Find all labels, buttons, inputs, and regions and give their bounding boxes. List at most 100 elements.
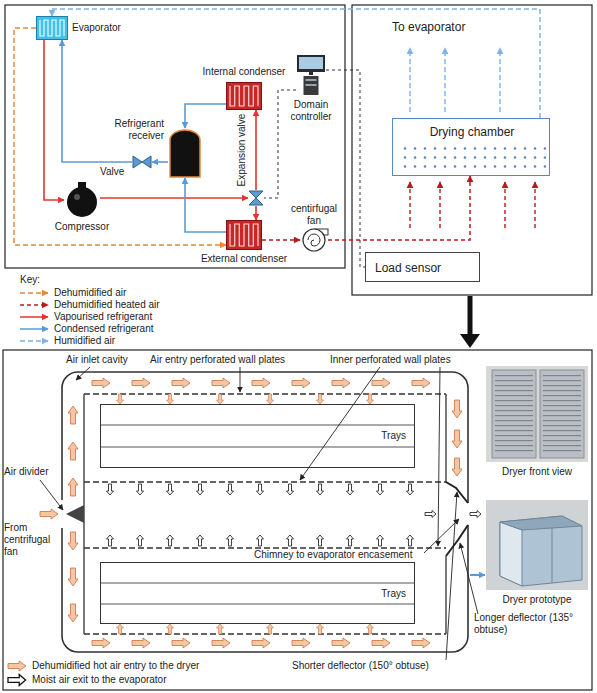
fan-symbol [308,234,320,246]
moist-air-arrows [470,511,481,518]
flow-connector [262,239,300,241]
component-label: Evaporator [72,22,121,34]
perforated-plate [84,482,446,548]
hot-air-arrows [68,568,78,586]
hot-air-arrows [452,430,462,448]
fan-symbol [303,229,325,251]
controller-icon [299,57,323,69]
hot-air-arrows [372,638,390,648]
controller-icon [296,55,326,95]
moist-air-arrows [137,484,144,495]
hot-air-arrows [367,394,374,404]
hot-air-arrows [252,638,270,648]
moist-air-arrows [347,484,354,495]
hot-air-arrows [68,442,78,460]
control-line [326,70,365,267]
condenser-coil: External condenser [226,220,262,250]
key-samples [20,292,48,294]
box-label: Load sensor [375,261,441,275]
heated-air-arrows [410,182,535,228]
moist-air-arrows [197,484,204,495]
annotation-label: To evaporator [392,20,465,34]
hot-air-arrows [68,604,78,622]
hot-air-arrows [40,509,58,519]
photo-pointer [470,574,485,576]
box-label: Trays [381,430,406,442]
component-label: Valve [100,166,124,178]
condenser-coil [230,224,258,246]
photo-front-view [495,374,533,454]
heated-air-arrows [409,182,410,228]
moist-air-arrows [257,535,264,546]
moist-air-arrows [107,484,114,495]
moist-air-arrows [227,484,234,495]
flow-connector [62,40,132,162]
annotation-label: Inner perforated wall plates [330,354,451,366]
legend-text: Dehumidified heated air [54,299,160,311]
annotation-label: Dryer front view [502,466,572,478]
receiver-tank [168,128,202,178]
heated-air-arrows [439,182,440,228]
moist-air-arrows [227,535,234,546]
leader-line [76,367,90,380]
expansion-valve-symbol [249,198,263,205]
moist-air-arrows [197,535,204,546]
annotation-label: Dryer prototype [503,594,572,606]
hot-air-arrows [167,394,174,404]
tray-stack: Trays [100,404,415,468]
moist-air-arrows [167,484,174,495]
chamber-box: Drying chamber [392,118,550,176]
evaporator-coil [36,16,68,40]
component-label: Refrigerant receiver [98,118,164,142]
hot-air-arrows [317,394,324,404]
system-frame [5,5,345,268]
flow-connector [255,206,257,220]
detail-frame [3,350,592,690]
zoom-arrow [460,334,480,348]
evaporator-coil [37,17,68,40]
annotation-label: Air divider [4,466,60,478]
perforated-plate [84,394,446,634]
moist-air-arrows [407,484,414,495]
photo-front-view [543,374,581,454]
moist-air-arrows [287,535,294,546]
deflector [446,525,468,556]
controller-icon [304,76,319,95]
controller-icon: Domain controller [296,55,326,95]
zoom-arrow [468,296,473,336]
hot-air-arrows [412,378,430,388]
condenser-coil [230,86,258,106]
hot-air-arrows [172,378,190,388]
flow-connector [152,161,168,163]
leader-line [40,367,478,660]
hot-air-arrows [267,624,274,634]
leader-line [446,492,457,660]
leader-line [40,480,63,510]
flow-connector [100,197,248,199]
legend-sample [8,661,26,671]
expansion-valve-symbol: Expansion valve [248,190,264,206]
hot-air-arrows [292,638,310,648]
flow-connector [44,40,64,200]
moist-air-arrows [347,535,354,546]
moist-air-arrows [107,535,114,546]
flow-connector [255,110,257,190]
leader-line [460,543,478,614]
system-frame [352,5,592,295]
fan-symbol [300,228,328,252]
moist-air-arrows [377,484,384,495]
humid-air-arrows [444,48,445,112]
hot-air-arrows [132,378,150,388]
photo-prototype [486,500,588,590]
photo-prototype [552,528,553,583]
moist-air-arrows [107,484,482,546]
perforated-plate [84,394,446,634]
hot-air-arrows [372,378,390,388]
humid-air-arrows [409,48,410,112]
photo-pointer [470,575,485,576]
compressor-symbol [74,194,80,200]
box-label: Trays [381,588,406,600]
legend-text: Moist air exit to the evaporator [32,674,167,686]
controller-icon [306,84,317,86]
legend-text: Vapourised refrigerant [54,311,152,323]
